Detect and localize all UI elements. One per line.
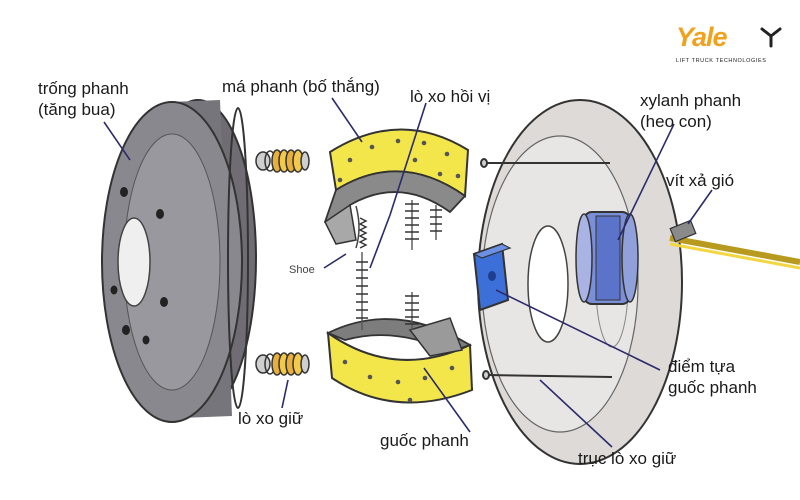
return-spring-right [405,200,442,330]
hold-down-spring-top [255,149,310,173]
yale-logo: Yale LIFT TRUCK TECHNOLOGIES [676,22,788,72]
label-shoe: Shoe [289,264,315,276]
hold-down-spring-bottom [255,352,310,376]
logo-tagline: LIFT TRUCK TECHNOLOGIES [676,58,767,64]
label-brake-lining: má phanh (bố thắng) [222,77,380,96]
hold-pins [480,158,613,380]
leader-lines [103,97,713,448]
wheel-cylinder [575,211,639,305]
label-bleeder-screw: vít xả gió [666,171,735,190]
label-hold-spring: lò xo giữ [238,409,304,428]
label-wheel-cylinder: xylanh phanh (heo con) [640,91,742,131]
brake-line [669,219,800,270]
label-hold-pin: trục lò xo giữ [578,449,677,468]
brake-drum [101,99,257,423]
label-shoe-pivot: điểm tựa guốc phanh [668,357,757,397]
label-brake-shoe: guốc phanh [380,431,469,450]
return-spring-left [356,217,368,330]
label-brake-drum: trống phanh (tăng bua) [38,79,129,119]
upper-brake-shoe [323,128,470,249]
yale-emblem-icon [760,27,782,48]
logo-wordmark: Yale [676,22,728,52]
lower-brake-shoe [325,317,474,404]
label-return-spring: lò xo hồi vị [410,87,491,106]
shoe-pivot-anchor [472,242,512,312]
